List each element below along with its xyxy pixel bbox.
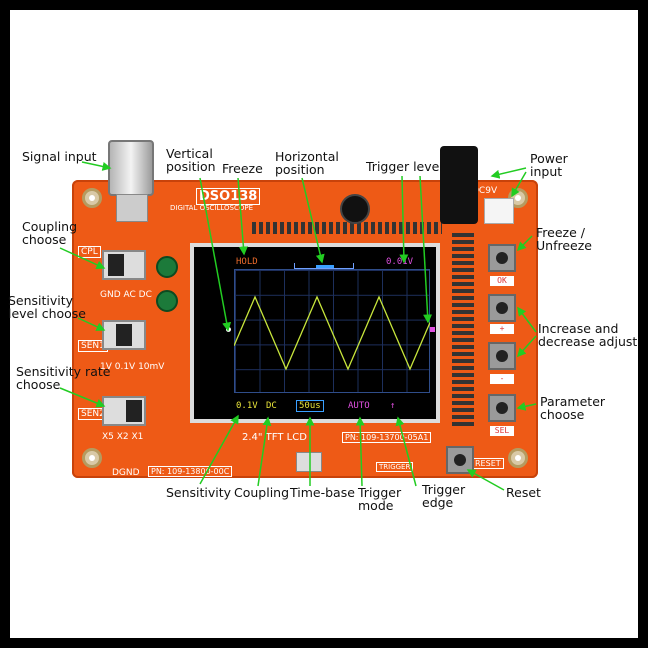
arrow-vertical-position: [199, 177, 232, 332]
arrow-parameter-choose: [516, 401, 537, 411]
minus-button[interactable]: [488, 342, 516, 370]
label-sensitivity-level-choose: Sensitivity level choose: [8, 293, 86, 321]
label-time-base: Time-base: [290, 485, 355, 500]
bnc-connector[interactable]: [108, 140, 154, 196]
label-coupling: Coupling: [234, 485, 290, 500]
pn-board: PN: 109-13800-00C: [148, 466, 233, 477]
board-subtitle: DIGITAL OSCILLOSCOPE: [170, 204, 254, 212]
mount-hole: [508, 448, 528, 468]
arrow-power-input: [490, 167, 527, 179]
sensitivity-options: 1V 0.1V 10mV: [100, 362, 165, 372]
coupling-options: GND AC DC: [100, 290, 152, 300]
minus-button-label: -: [490, 374, 514, 384]
arrow-increase-decrease: [517, 306, 537, 333]
arrow-trigger-level: [399, 175, 409, 264]
label-sensitivity-rate-choose: Sensitivity rate choose: [16, 364, 111, 392]
label-freeze: Freeze: [222, 161, 263, 176]
label-coupling-choose: Coupling choose: [22, 219, 78, 247]
coupling-readout: DC: [266, 401, 277, 411]
arrow-sensitivity-level: [77, 317, 106, 331]
sensitivity-rate-switch[interactable]: [102, 396, 146, 426]
arrow-trigger-mode: [355, 416, 365, 487]
trigger-marker: [430, 327, 435, 332]
label-signal-input: Signal input: [22, 149, 97, 164]
arrow-trigger-level-2: [419, 175, 433, 324]
arrow-signal-input: [81, 161, 112, 171]
label-reset: Reset: [506, 485, 541, 500]
usb-port: [296, 452, 322, 472]
arrow-trigger-edge: [395, 416, 417, 487]
label-parameter-choose: Parameter choose: [540, 394, 606, 422]
arrow-power-input-2: [511, 171, 527, 198]
pin-header-side: [452, 230, 474, 426]
coupling-switch[interactable]: [102, 250, 146, 280]
mount-hole: [82, 448, 102, 468]
trigger-mode-readout: AUTO: [348, 401, 370, 411]
vertical-position-pot[interactable]: [156, 256, 178, 278]
sel-button[interactable]: [488, 394, 516, 422]
arrow-sensitivity: [199, 414, 239, 485]
arrow-freeze-unfreeze: [516, 235, 533, 252]
position-bar: [294, 263, 354, 269]
sensitivity-readout: 0.1V: [236, 401, 258, 411]
sensitivity-level-switch[interactable]: [102, 320, 146, 350]
arrow-sensitivity-rate: [59, 387, 106, 408]
ok-button[interactable]: [488, 244, 516, 272]
power-jack[interactable]: [440, 146, 478, 224]
label-increase-decrease: Increase and decrease adjust: [538, 321, 638, 349]
label-trigger-level: Trigger level: [366, 159, 443, 174]
position-indicator: [316, 265, 334, 268]
label-trigger-mode: Trigger mode: [358, 485, 402, 513]
waveform: [234, 295, 430, 371]
board-model: DSO138: [196, 188, 261, 205]
trigger-edge-readout: ↑: [390, 401, 396, 411]
bnc-body: [116, 194, 148, 222]
label-power-input: Power input: [530, 151, 568, 179]
plus-button[interactable]: [488, 294, 516, 322]
label-sensitivity: Sensitivity: [166, 485, 232, 500]
mount-hole: [82, 188, 102, 208]
sel-button-label: SEL: [490, 426, 514, 436]
trigger-silk: TRIGGER: [376, 462, 414, 472]
arrow-freeze: [237, 177, 248, 256]
cpl-label: CPL: [78, 246, 101, 258]
dgnd-label: DGND: [112, 468, 140, 478]
label-freeze-unfreeze: Freeze / Unfreeze: [536, 225, 592, 253]
label-horizontal-position: Horizontal position: [275, 149, 339, 177]
label-vertical-position: Vertical position: [166, 146, 216, 174]
arrow-increase-decrease-2: [516, 335, 537, 358]
pin-header-top: [252, 222, 442, 234]
power-connector: [484, 198, 514, 224]
arrow-horizontal-position: [301, 177, 325, 264]
label-trigger-edge: Trigger edge: [422, 482, 466, 510]
lcd-screen: HOLD 0.01V 0.1V DC 50us AUTO ↑: [190, 243, 440, 423]
capacitor: [340, 194, 370, 224]
status-text: HOLD: [236, 257, 258, 267]
ok-button-label: OK: [490, 276, 514, 286]
rate-options: X5 X2 X1: [102, 432, 144, 442]
arrow-reset: [466, 469, 505, 491]
timebase-readout: 50us: [296, 400, 324, 412]
coupling-switch-knob: [108, 254, 124, 276]
trim-pot[interactable]: [156, 290, 178, 312]
rate-switch-knob: [126, 400, 142, 422]
dc-label: DC9V: [472, 186, 498, 196]
arrow-coupling-choose: [59, 247, 106, 269]
pn-lcd: PN: 109-13700-05A1: [342, 432, 432, 443]
sensitivity-switch-knob: [116, 324, 132, 346]
lcd-label: 2.4" TFT LCD: [242, 432, 307, 443]
plus-button-label: +: [490, 324, 514, 334]
arrow-coupling: [257, 416, 272, 487]
